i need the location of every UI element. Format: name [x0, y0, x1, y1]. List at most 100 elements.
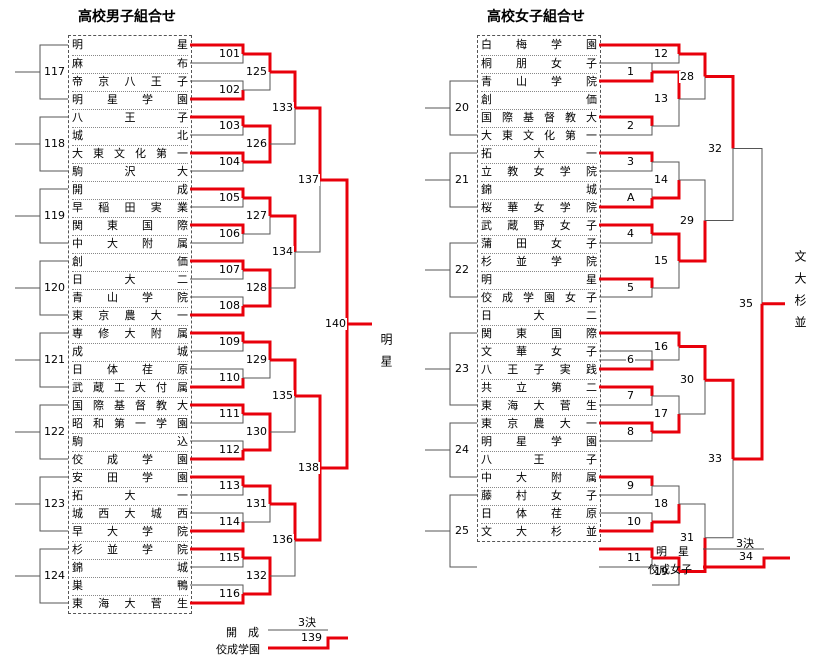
- girls-match: 4: [626, 227, 635, 240]
- boys-match-line: [190, 270, 244, 280]
- boys-r3-match: 133: [271, 101, 294, 114]
- boys-team-20: 国際基督教大: [72, 397, 188, 412]
- boys-match-line: [190, 198, 244, 208]
- girls-team-7: 立教女学院: [481, 163, 597, 178]
- boys-r1-match: 108: [218, 299, 241, 312]
- girls-seed: 23: [454, 362, 470, 375]
- boys-r2-line: [243, 268, 272, 288]
- boys-match-line: [190, 80, 244, 90]
- girls-team-19: 共立第二: [481, 379, 597, 394]
- girls-match: 5: [626, 281, 635, 294]
- girls-r2-line: 19: [653, 564, 669, 578]
- girls-match: A: [626, 191, 636, 204]
- girls-r2-line: 16: [653, 339, 669, 353]
- girls-r2-line: [652, 180, 681, 200]
- boys-r2-match: 129: [245, 353, 268, 366]
- girls-team-22: 明星学園: [481, 433, 597, 448]
- girls-r2-line: 17: [653, 407, 669, 420]
- boys-team-11: 中大附属: [72, 235, 188, 250]
- boys-r2-line: [243, 340, 272, 360]
- boys-team-8: 開成: [72, 181, 188, 196]
- girls-match-line: [599, 43, 681, 54]
- girls-seed: 21: [454, 173, 470, 186]
- girls-seed: 25: [454, 524, 470, 537]
- boys-r1-match: 113: [218, 479, 241, 492]
- boys-r1-match: 101: [218, 47, 241, 60]
- boys-match-line: [190, 223, 245, 234]
- girls-team-6: 拓大一: [481, 145, 597, 160]
- girls-seed: 22: [454, 263, 470, 276]
- boys-team-3: 明星学園: [72, 91, 188, 106]
- girls-team-11: 蒲田女子: [481, 235, 597, 250]
- boys-r4-match: 138: [297, 461, 320, 474]
- girls-team-14: 佼成学園女子: [481, 289, 597, 304]
- boys-team-19: 武蔵工大付属: [72, 379, 188, 394]
- girls-champion: 文大杉並: [793, 250, 807, 338]
- boys-match-line: [190, 368, 244, 378]
- boys-r3-line: [270, 214, 297, 252]
- boys-match-line: [190, 331, 245, 342]
- boys-team-25: 拓大一: [72, 487, 188, 502]
- girls-match-line: [599, 421, 654, 432]
- boys-team-22: 駒込: [72, 433, 188, 448]
- boys-team-30: 巣鴨: [72, 577, 188, 592]
- boys-r2-match: 130: [245, 425, 268, 438]
- girls-seed: 24: [454, 443, 470, 456]
- boys-r2-line: [243, 72, 271, 91]
- girls-match-line: [599, 396, 653, 406]
- boys-r2-line: [243, 288, 272, 308]
- boys-team-28: 杉並学院: [72, 541, 188, 556]
- boys-team-14: 青山学院: [72, 289, 188, 304]
- boys-match-line: [190, 187, 245, 198]
- girls-match-line: [599, 486, 653, 496]
- girls-final-match: 35: [738, 296, 754, 310]
- girls-team-10: 武蔵野女子: [481, 217, 597, 232]
- girls-third-team1: 明 星: [656, 545, 689, 558]
- boys-r1-match: 106: [218, 227, 241, 240]
- boys-r2-line: [243, 216, 271, 235]
- boys-match-line: [190, 43, 245, 54]
- boys-match-line: [190, 414, 244, 424]
- boys-r4-line: [295, 394, 322, 468]
- girls-team-25: 藤村女子: [481, 487, 597, 502]
- boys-seed: 117: [43, 65, 66, 78]
- girls-match-line: [599, 62, 653, 72]
- boys-r3-line: [270, 540, 296, 577]
- boys-final-match: 140: [324, 317, 347, 330]
- girls-r2-line: 18: [653, 497, 669, 510]
- boys-match-line: [190, 594, 245, 605]
- girls-match: 7: [626, 389, 635, 402]
- girls-r3-line: 29: [679, 213, 695, 227]
- boys-r2-line: [243, 412, 272, 432]
- boys-team-4: 八王子: [72, 109, 188, 124]
- girls-match-line: [599, 223, 654, 234]
- girls-seed: 20: [454, 101, 470, 114]
- boys-r2-line: [243, 144, 272, 164]
- girls-match-line: [599, 151, 654, 162]
- girls-team-15: 日大二: [481, 307, 597, 322]
- girls-r2-line: [652, 395, 680, 414]
- girls-match-line: [599, 126, 653, 136]
- boys-team-7: 駒沢大: [72, 163, 188, 178]
- girls-team-21: 東京農大一: [481, 415, 597, 430]
- girls-match-line: [599, 115, 654, 126]
- boys-team-2: 帝京八王子: [72, 73, 188, 88]
- boys-team-list: 明星麻布帝京八王子明星学園八王子城北大東文化第一駒沢大開成早稲田実業関東国際中大…: [68, 35, 192, 614]
- boys-match-line: [190, 440, 244, 450]
- boys-r2-line: [243, 196, 272, 216]
- boys-title: 高校男子組合せ: [78, 9, 176, 25]
- boys-r2-match: 132: [245, 569, 268, 582]
- boys-r4-match: 137: [297, 173, 320, 186]
- girls-r3-line: 30: [679, 373, 695, 387]
- girls-r2-line: [652, 571, 680, 586]
- boys-match-line: [190, 162, 244, 172]
- girls-team-27: 文大杉並: [481, 523, 597, 538]
- boys-team-26: 城西大城西: [72, 505, 188, 520]
- boys-r2-match: 128: [245, 281, 268, 294]
- boys-team-9: 早稲田実業: [72, 199, 188, 214]
- girls-team-0: 白梅学園: [481, 38, 597, 51]
- girls-r3-line: [679, 380, 706, 415]
- boys-team-23: 佼成学園: [72, 451, 188, 466]
- boys-match-line: [190, 522, 245, 533]
- girls-r2-line: 15: [653, 254, 669, 267]
